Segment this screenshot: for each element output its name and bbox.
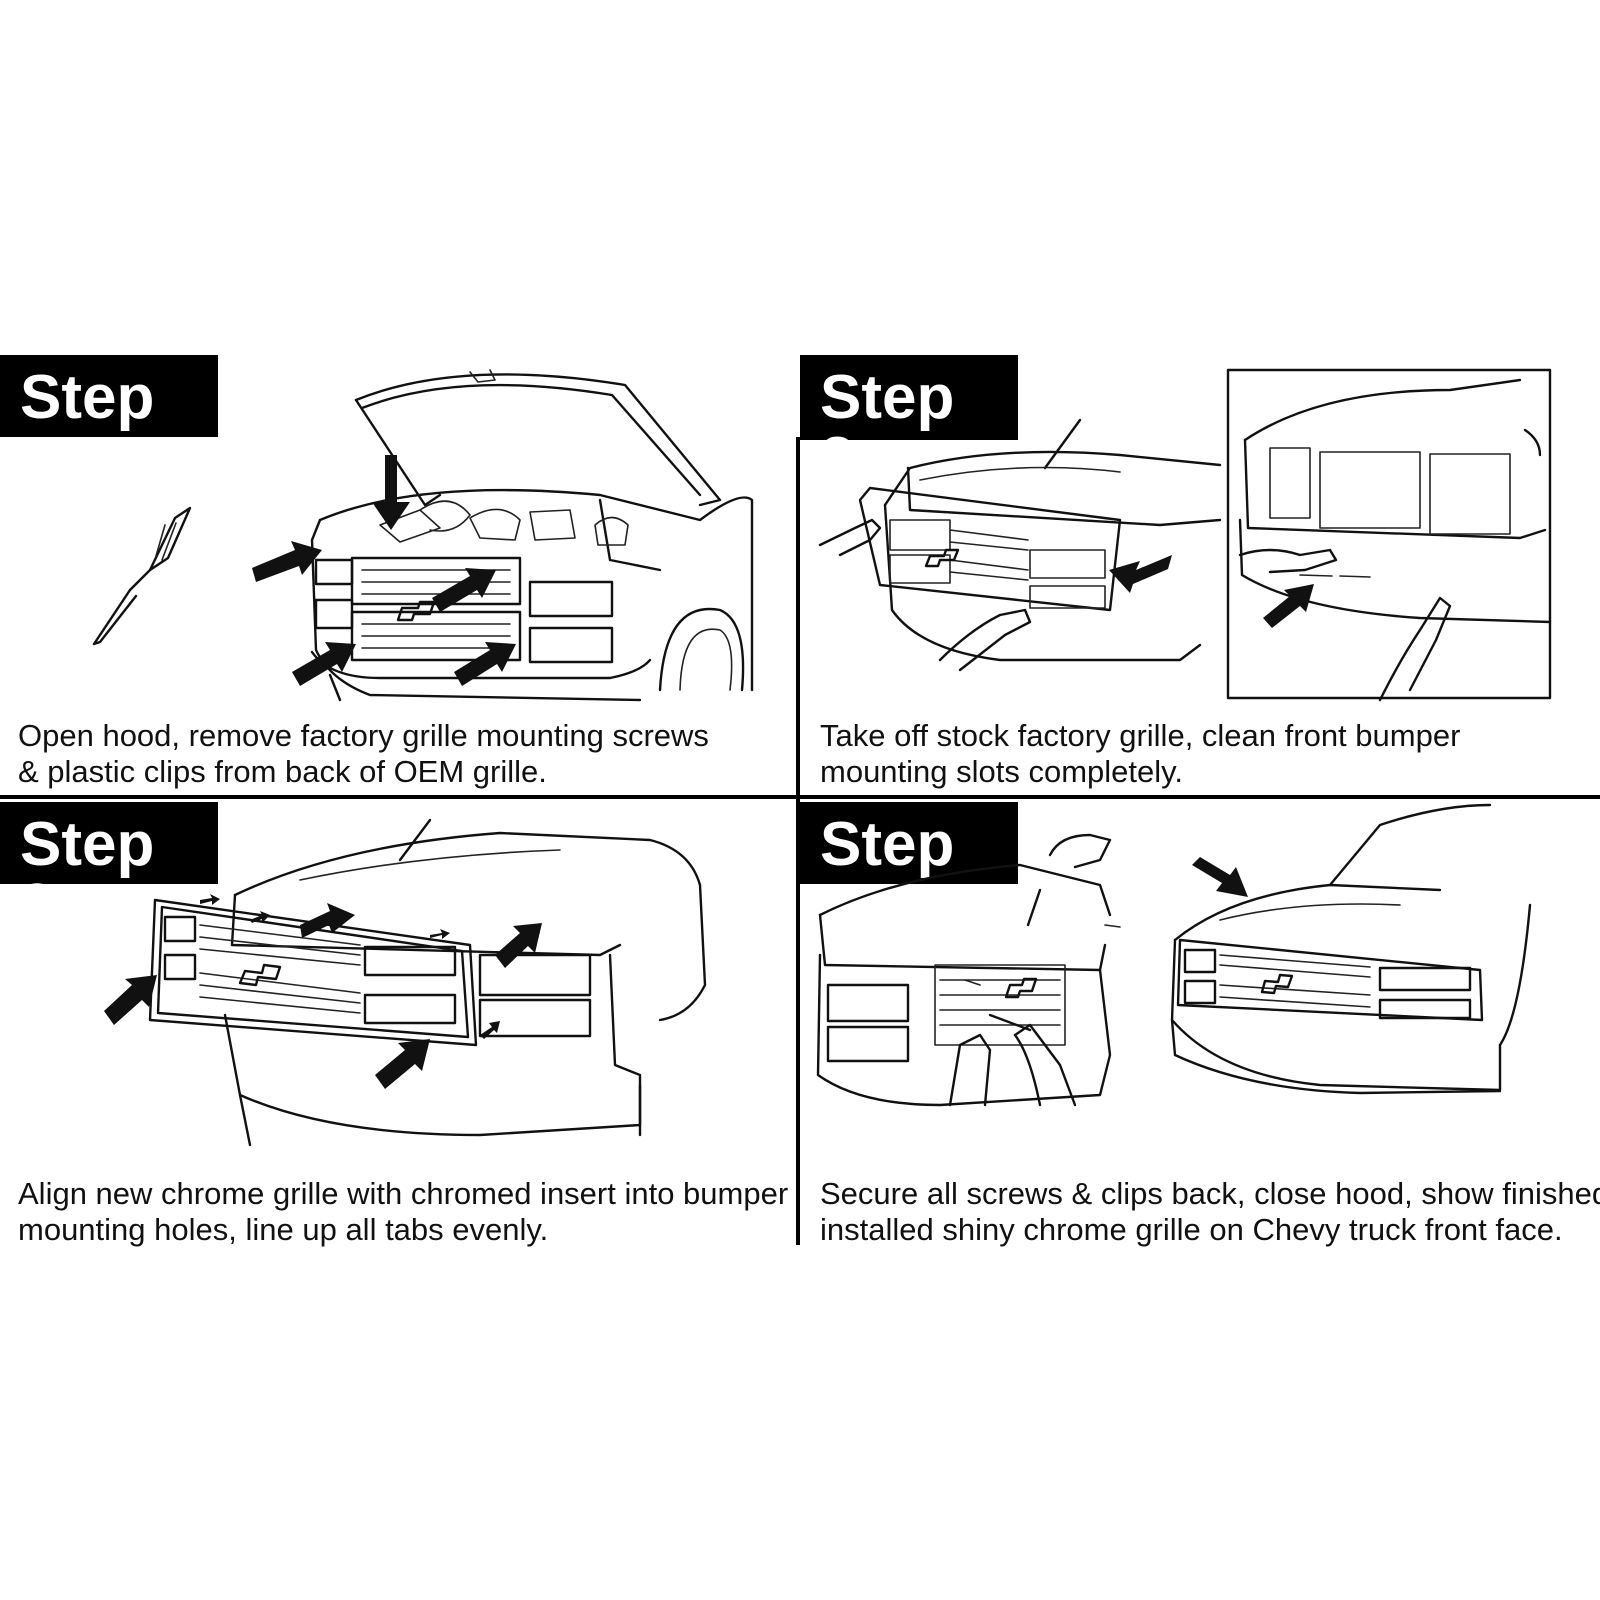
- step-3-caption-line-1: Align new chrome grille with chromed ins…: [18, 1176, 789, 1211]
- step-1-caption-line-2: & plastic clips from back of OEM grille.: [18, 754, 547, 789]
- horizontal-divider: [0, 795, 1600, 799]
- step-1-badge: Step 1: [0, 355, 218, 491]
- step-4-caption: Secure all screws & clips back, close ho…: [820, 1176, 1600, 1248]
- chevy-bowtie-icon: [1004, 977, 1038, 999]
- step2-top-border: [800, 437, 1018, 440]
- step-3-caption-line-2: mounting holes, line up all tabs evenly.: [18, 1212, 549, 1247]
- step-2-badge: Step 2: [800, 355, 1018, 491]
- step-2-caption: Take off stock factory grille, clean fro…: [820, 718, 1590, 790]
- chevy-bowtie-icon: [238, 963, 282, 987]
- arrow-icon: [1109, 555, 1172, 593]
- chevy-bowtie-icon: [1260, 973, 1294, 995]
- chevy-bowtie-icon: [924, 548, 960, 568]
- step-4-caption-line-2: installed shiny chrome grille on Chevy t…: [820, 1212, 1563, 1247]
- hand-icon: [818, 518, 1032, 672]
- hand-icon: [1238, 548, 1452, 702]
- screwdriver-icon: [92, 506, 192, 646]
- arrow-icon: [252, 455, 516, 686]
- step-2-caption-line-2: mounting slots completely.: [820, 754, 1183, 789]
- step-4-illustration: [816, 803, 1532, 1107]
- arrow-icon: [1263, 584, 1314, 628]
- chevy-bowtie-icon: [396, 600, 436, 622]
- step-2-caption-line-1: Take off stock factory grille, clean fro…: [820, 718, 1461, 753]
- step-2-illustration: [818, 368, 1552, 702]
- arrow-icon: [104, 894, 542, 1089]
- step-3-badge: Step 3: [0, 802, 218, 938]
- step-1-illustration: [92, 369, 754, 702]
- step-1-caption: Open hood, remove factory grille mountin…: [18, 718, 788, 790]
- step-3-illustration: [104, 818, 707, 1147]
- step-3-caption: Align new chrome grille with chromed ins…: [18, 1176, 788, 1248]
- step-4-caption-line-1: Secure all screws & clips back, close ho…: [820, 1176, 1600, 1211]
- vertical-divider: [796, 437, 800, 1245]
- step-4-badge: Step 4: [800, 802, 1018, 938]
- step-1-caption-line-1: Open hood, remove factory grille mountin…: [18, 718, 709, 753]
- arrow-icon: [1192, 857, 1248, 897]
